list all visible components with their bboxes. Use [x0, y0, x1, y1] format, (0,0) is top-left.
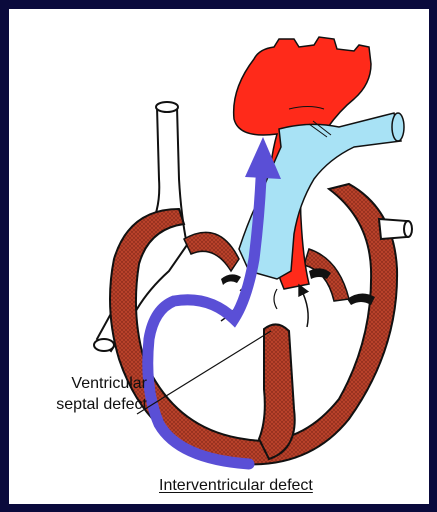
heart-diagram: [9, 9, 429, 504]
defect-pointer-line: [137, 331, 271, 414]
defect-label-line1: Ventricular: [27, 373, 147, 394]
diagram-panel: Ventricular septal defect Interventricul…: [9, 9, 429, 504]
pulmonary-vein: [379, 219, 412, 239]
ventricular-septal-defect-label: Ventricular septal defect: [27, 373, 147, 415]
diagram-caption: Interventricular defect: [159, 477, 313, 495]
defect-label-line2: septal defect: [27, 394, 147, 415]
